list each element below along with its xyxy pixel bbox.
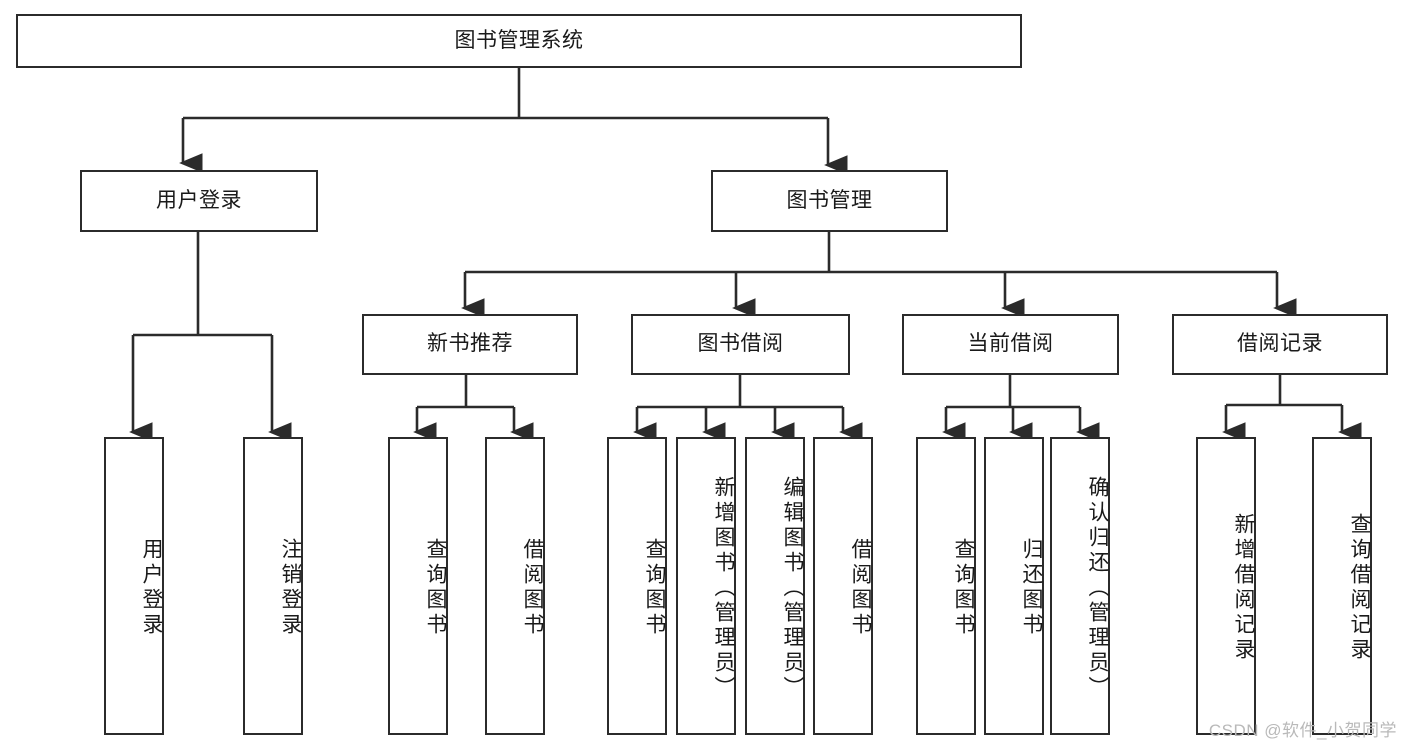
leaf-query-borrow-record[interactable]: 查询借阅记录 <box>1312 437 1372 735</box>
leaf-query-book-1-label: 查询图书 <box>424 538 447 638</box>
leaf-confirm-return-admin-label: 确认归还（管理员） <box>1086 475 1109 701</box>
leaf-user-login[interactable]: 用户登录 <box>104 437 164 735</box>
leaf-logout-login-label: 注销登录 <box>279 538 302 638</box>
node-current-borrow-label: 当前借阅 <box>967 332 1054 356</box>
leaf-query-book-2-label: 查询图书 <box>643 538 666 638</box>
leaf-borrow-book-2-label: 借阅图书 <box>849 538 872 638</box>
node-new-book-recommend[interactable]: 新书推荐 <box>362 314 578 375</box>
leaf-return-book-label: 归还图书 <box>1020 538 1043 638</box>
leaf-borrow-book-1-label: 借阅图书 <box>521 538 544 638</box>
node-borrow-record-label: 借阅记录 <box>1237 332 1323 356</box>
node-borrow-record[interactable]: 借阅记录 <box>1172 314 1388 375</box>
leaf-borrow-book-2[interactable]: 借阅图书 <box>813 437 873 735</box>
leaf-query-book-2[interactable]: 查询图书 <box>607 437 667 735</box>
node-book-manage[interactable]: 图书管理 <box>711 170 948 232</box>
leaf-query-book-3[interactable]: 查询图书 <box>916 437 976 735</box>
leaf-add-borrow-record-label: 新增借阅记录 <box>1232 513 1255 663</box>
leaf-confirm-return-admin[interactable]: 确认归还（管理员） <box>1050 437 1110 735</box>
node-user-login[interactable]: 用户登录 <box>80 170 318 232</box>
leaf-user-login-label: 用户登录 <box>140 538 163 638</box>
node-book-borrow-label: 图书借阅 <box>697 332 784 356</box>
leaf-add-book-admin[interactable]: 新增图书（管理员） <box>676 437 736 735</box>
leaf-return-book[interactable]: 归还图书 <box>984 437 1044 735</box>
leaf-query-borrow-record-label: 查询借阅记录 <box>1348 513 1371 663</box>
node-book-manage-label: 图书管理 <box>786 188 873 212</box>
node-user-login-label: 用户登录 <box>156 188 242 212</box>
node-book-borrow[interactable]: 图书借阅 <box>631 314 850 375</box>
node-current-borrow[interactable]: 当前借阅 <box>902 314 1119 375</box>
leaf-edit-book-admin-label: 编辑图书（管理员） <box>781 475 804 701</box>
leaf-add-borrow-record[interactable]: 新增借阅记录 <box>1196 437 1256 735</box>
node-new-book-recommend-label: 新书推荐 <box>427 332 513 356</box>
leaf-borrow-book-1[interactable]: 借阅图书 <box>485 437 545 735</box>
leaf-logout-login[interactable]: 注销登录 <box>243 437 303 735</box>
watermark-text: CSDN @软件_小贺同学 <box>1208 721 1397 740</box>
leaf-query-book-3-label: 查询图书 <box>952 538 975 638</box>
node-root-label: 图书管理系统 <box>454 28 584 52</box>
leaf-edit-book-admin[interactable]: 编辑图书（管理员） <box>745 437 805 735</box>
node-root[interactable]: 图书管理系统 <box>16 14 1022 68</box>
leaf-add-book-admin-label: 新增图书（管理员） <box>712 475 735 701</box>
leaf-query-book-1[interactable]: 查询图书 <box>388 437 448 735</box>
